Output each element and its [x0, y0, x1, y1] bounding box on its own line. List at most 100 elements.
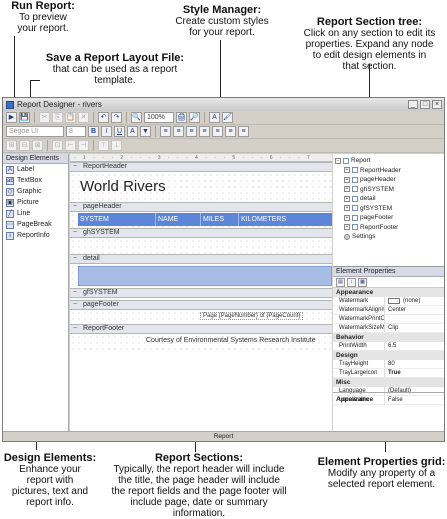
column-header[interactable]: NAME [156, 213, 201, 226]
minimize-button[interactable]: _ [408, 100, 418, 109]
font-color-icon[interactable]: A [127, 126, 138, 137]
design-element-graphic[interactable]: ◇Graphic [3, 186, 68, 197]
property-value[interactable]: True [385, 369, 401, 377]
redo-icon[interactable]: ↷ [111, 112, 122, 123]
property-value[interactable] [385, 315, 388, 323]
property-value[interactable]: (Default) [385, 387, 411, 395]
italic-icon[interactable]: I [101, 126, 112, 137]
expand-icon[interactable]: + [344, 205, 350, 212]
paint-icon[interactable]: 🖌 [222, 112, 233, 123]
column-header-row[interactable]: SYSTEM NAME MILES KILOMETERS [78, 213, 332, 226]
property-value[interactable]: Clip [385, 324, 398, 332]
same-height-icon[interactable]: ⊥ [111, 140, 122, 151]
align-middles-icon[interactable]: ⊢ [65, 140, 76, 151]
tree-node-settings[interactable]: Settings [335, 232, 442, 242]
column-header[interactable]: SYSTEM [78, 213, 156, 226]
align-lefts-icon[interactable]: ⊞ [6, 140, 17, 151]
property-value[interactable]: 80 [385, 360, 395, 368]
property-row[interactable]: Watermark(none) [333, 297, 444, 306]
property-category[interactable]: Misc [333, 378, 444, 387]
expand-icon[interactable]: + [344, 214, 350, 221]
band-report-header[interactable]: ReportHeader [70, 162, 332, 172]
area-group-header[interactable] [70, 238, 332, 254]
undo-icon[interactable]: ↶ [98, 112, 109, 123]
design-element-line[interactable]: ╱Line [3, 208, 68, 219]
property-value[interactable]: 6.5 [385, 342, 396, 350]
print-icon[interactable]: 🖨 [176, 112, 187, 123]
indent-icon[interactable]: ≡ [212, 126, 223, 137]
design-element-pagebreak[interactable]: ⋯PageBreak [3, 219, 68, 230]
area-report-header[interactable] [70, 172, 332, 202]
categorized-icon[interactable]: ▤ [336, 277, 345, 287]
expand-icon[interactable]: + [344, 176, 350, 183]
area-group-footer[interactable] [70, 298, 332, 300]
cut-icon[interactable]: ✂ [39, 112, 50, 123]
property-row[interactable]: Language(Default) [333, 387, 444, 396]
align-right-icon[interactable]: ≡ [186, 126, 197, 137]
style-manager-icon[interactable]: A [209, 112, 220, 123]
tree-node-reportheader[interactable]: +ReportHeader [335, 166, 442, 176]
underline-icon[interactable]: U [114, 126, 125, 137]
property-category[interactable]: Appearance [333, 288, 444, 297]
tree-node-report[interactable]: − Report [335, 156, 442, 166]
band-page-header[interactable]: pageHeader [70, 202, 332, 212]
copy-icon[interactable]: ⎘ [52, 112, 63, 123]
align-bottoms-icon[interactable]: ⊣ [78, 140, 89, 151]
band-page-footer[interactable]: pageFooter [70, 300, 332, 310]
expand-icon[interactable]: + [344, 224, 350, 231]
page-number-expression[interactable]: Page {PageNumber} of {PageCount} [200, 312, 304, 320]
delete-icon[interactable]: ✕ [78, 112, 89, 123]
band-detail[interactable]: detail [70, 254, 332, 264]
expand-icon[interactable]: + [344, 186, 350, 193]
tree-node-pagefooter[interactable]: +pageFooter [335, 213, 442, 223]
expand-icon[interactable]: + [344, 167, 350, 174]
align-tops-icon[interactable]: ⊡ [52, 140, 63, 151]
align-centers-icon[interactable]: ⊟ [19, 140, 30, 151]
expand-icon[interactable]: + [344, 195, 350, 202]
tree-node-pageheader[interactable]: +pageHeader [335, 175, 442, 185]
band-group-header[interactable]: ghSYSTEM [70, 228, 332, 238]
font-name-select[interactable]: Segoe UI [6, 126, 64, 137]
alphabetical-icon[interactable]: ↕ [347, 277, 356, 287]
report-title[interactable]: World Rivers [80, 178, 166, 195]
maximize-button[interactable]: □ [420, 100, 430, 109]
close-button[interactable]: × [432, 100, 442, 109]
align-rights-icon[interactable]: ⊠ [32, 140, 43, 151]
property-category[interactable]: Behavior [333, 333, 444, 342]
tree-node-detail[interactable]: +detail [335, 194, 442, 204]
paste-icon[interactable]: 📋 [65, 112, 76, 123]
dropdown-icon[interactable]: ▼ [140, 126, 151, 137]
same-width-icon[interactable]: ⊤ [98, 140, 109, 151]
tree-node-ghsystem[interactable]: +ghSYSTEM [335, 185, 442, 195]
tree-node-reportfooter[interactable]: +ReportFooter [335, 223, 442, 233]
outdent-icon[interactable]: ≡ [225, 126, 236, 137]
zoom-select[interactable]: 100% [144, 112, 174, 123]
property-category[interactable]: Design [333, 351, 444, 360]
property-value[interactable]: False [385, 396, 403, 404]
property-value[interactable]: (none) [385, 297, 420, 305]
font-size-select[interactable]: 8 [66, 126, 86, 137]
tree-node-gfsystem[interactable]: +gfSYSTEM [335, 204, 442, 214]
save-layout-icon[interactable]: 💾 [19, 112, 30, 123]
align-center-icon[interactable]: ≡ [173, 126, 184, 137]
run-report-icon[interactable]: ▶ [6, 112, 17, 123]
property-pages-icon[interactable]: ▦ [358, 277, 367, 287]
justify-icon[interactable]: ≡ [199, 126, 210, 137]
band-group-footer[interactable]: gfSYSTEM [70, 288, 332, 298]
footer-credit-text[interactable]: Courtesy of Environmental Systems Resear… [146, 337, 316, 344]
property-value[interactable]: Center [385, 306, 406, 314]
column-header[interactable]: MILES [201, 213, 239, 226]
bold-icon[interactable]: B [88, 126, 99, 137]
list-icon[interactable]: ≡ [238, 126, 249, 137]
collapse-icon[interactable]: − [335, 157, 341, 164]
find-icon[interactable]: 🔎 [189, 112, 200, 123]
